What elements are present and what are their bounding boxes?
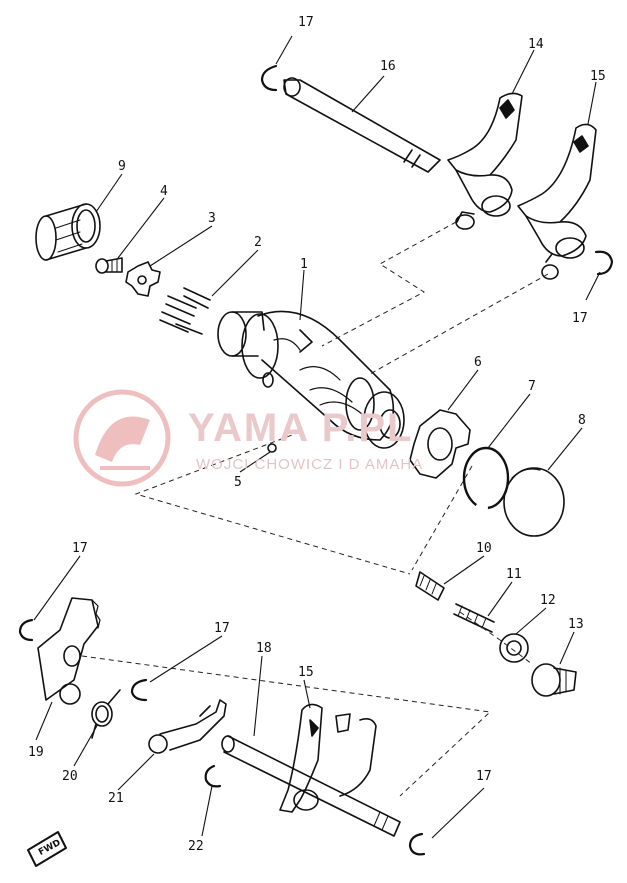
callout-20: 20 — [62, 769, 78, 784]
callout-17-bottom: 17 — [476, 769, 492, 784]
pins-2 — [159, 287, 211, 335]
shift-fork-15-upper — [517, 123, 597, 280]
circlip-right — [594, 250, 614, 276]
callout-14: 14 — [528, 37, 544, 52]
shift-fork-shaft-upper — [283, 77, 441, 173]
callout-11: 11 — [506, 567, 522, 582]
segment-plate-3 — [125, 261, 161, 297]
watermark-logo — [73, 389, 171, 487]
shift-fork-15-lower — [279, 703, 377, 813]
bolt-4 — [95, 257, 123, 274]
callout-17-middle: 17 — [214, 621, 230, 636]
callout-7: 7 — [528, 379, 536, 394]
circlip-bottom-right — [408, 832, 426, 856]
callout-3: 3 — [208, 211, 216, 226]
callout-5: 5 — [234, 475, 242, 490]
callout-15-upper: 15 — [590, 69, 606, 84]
assembly-lines — [81, 221, 549, 797]
circlip-ring-7 — [462, 446, 510, 510]
spring-11 — [453, 603, 495, 633]
callout-22: 22 — [188, 839, 204, 854]
shift-drum-1 — [217, 310, 405, 449]
callout-21: 21 — [108, 791, 124, 806]
callout-6: 6 — [474, 355, 482, 370]
callout-17-left: 17 — [72, 541, 88, 556]
callout-9: 9 — [118, 159, 126, 174]
callout-13: 13 — [568, 617, 584, 632]
cam-plate-6 — [409, 409, 471, 479]
shift-fork-14 — [447, 92, 523, 230]
fwd-arrow-icon — [27, 831, 67, 867]
callout-1: 1 — [300, 257, 308, 272]
cap-8 — [503, 467, 565, 537]
plug-13 — [531, 663, 577, 697]
circlip-top — [260, 64, 278, 92]
shift-fork-shaft-lower — [221, 735, 401, 837]
circlip-middle — [130, 678, 148, 702]
callout-4: 4 — [160, 184, 168, 199]
callout-19: 19 — [28, 745, 44, 760]
shift-arm-21 — [148, 699, 227, 754]
callout-18: 18 — [256, 641, 272, 656]
callout-15-lower: 15 — [298, 665, 314, 680]
callout-17-top: 17 — [298, 15, 314, 30]
bearing-9 — [35, 203, 101, 261]
washer-12 — [499, 633, 529, 663]
pin-5 — [267, 443, 277, 453]
torsion-spring-20 — [91, 689, 121, 739]
watermark-subtitle: WOJCI CHOWICZ I D AMAHA — [196, 456, 424, 473]
shift-lever-19 — [37, 597, 101, 705]
callout-17-right: 17 — [572, 311, 588, 326]
watermark-title: YAMA P.PL — [188, 406, 414, 450]
callout-12: 12 — [540, 593, 556, 608]
leader-lines — [33, 35, 601, 839]
callout-10: 10 — [476, 541, 492, 556]
callout-16: 16 — [380, 59, 396, 74]
callout-8: 8 — [578, 413, 586, 428]
circlip-22 — [204, 764, 222, 788]
spring-10 — [415, 571, 445, 601]
callout-2: 2 — [254, 235, 262, 250]
circlip-left — [18, 618, 34, 642]
